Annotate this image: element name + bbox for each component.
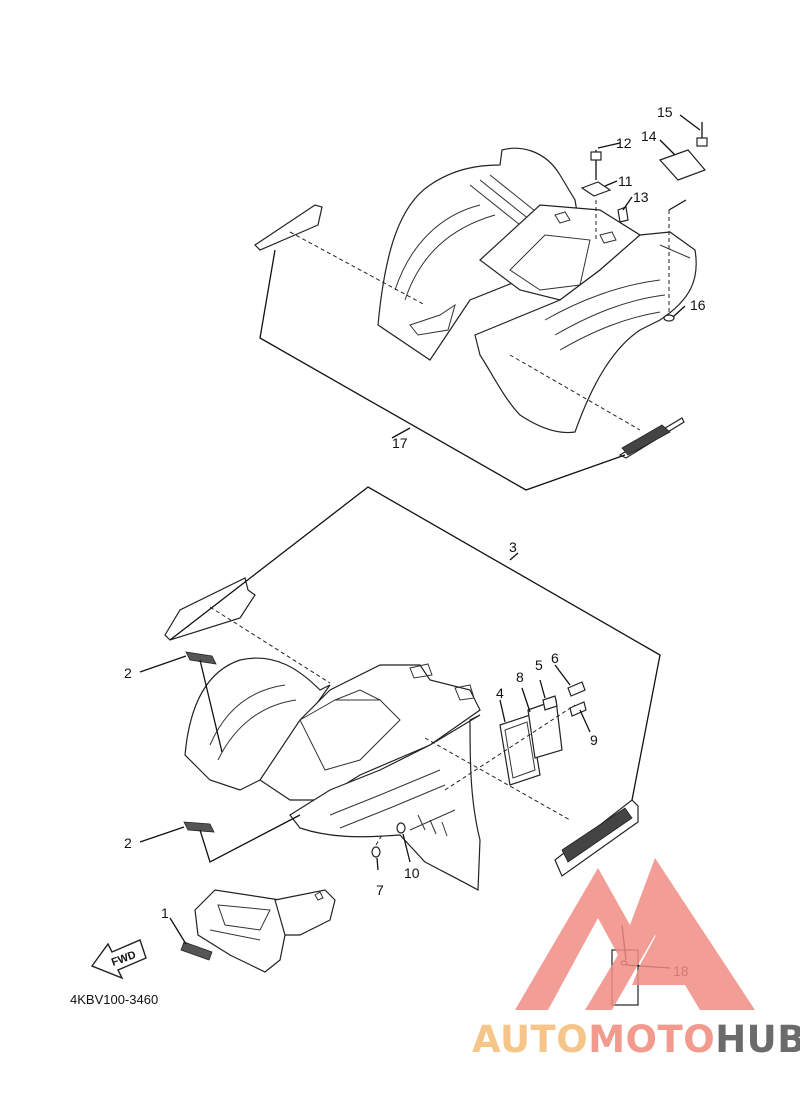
rear-decal-right (618, 417, 685, 459)
callout-10: 10 (404, 865, 420, 881)
callout-17: 17 (392, 435, 408, 451)
front-leader-lines (139, 486, 661, 863)
callout-7: 7 (376, 882, 384, 898)
diagram-code: 4KBV100-3460 (70, 992, 158, 1007)
rear-leader-lines (259, 114, 701, 491)
callout-11: 11 (618, 173, 633, 189)
callout-3: 3 (509, 539, 517, 555)
callout-4: 4 (496, 685, 504, 701)
callout-14: 14 (641, 128, 657, 144)
emblem-part-1 (169, 917, 213, 961)
watermark-triangle-icon (515, 858, 755, 1010)
callout-1: 1 (161, 905, 169, 921)
callout-8: 8 (516, 669, 524, 685)
forward-arrow-icon: FWD (90, 939, 147, 980)
callout-15: 15 (657, 104, 673, 120)
watermark-hub: HUB (715, 1018, 800, 1061)
license-plate-bracket (444, 664, 591, 791)
callout-12: 12 (616, 135, 632, 151)
front-guard (194, 889, 336, 973)
callout-2-upper: 2 (124, 665, 132, 681)
callout-5: 5 (535, 657, 543, 673)
watermark-moto: MOTO (588, 1018, 715, 1061)
watermark-logo (515, 858, 755, 1010)
watermark-auto: AUTO (472, 1018, 588, 1061)
callout-9: 9 (590, 732, 598, 748)
badge-decal-upper (185, 651, 217, 665)
front-fender (184, 657, 481, 891)
callout-labels: 1 2 2 3 4 5 6 7 8 9 10 11 12 13 14 15 16… (124, 104, 706, 979)
watermark-text: AUTOMOTOHUB (472, 1018, 800, 1061)
callout-13: 13 (633, 189, 649, 205)
rear-hardware (580, 122, 708, 322)
callout-16: 16 (690, 297, 706, 313)
rear-decal-left (254, 204, 323, 251)
callout-2-lower: 2 (124, 835, 132, 851)
badge-decal-lower (183, 821, 215, 833)
rear-fender (377, 147, 697, 434)
callout-6: 6 (551, 650, 559, 666)
front-hardware (371, 822, 411, 871)
front-decal-right (554, 799, 639, 877)
